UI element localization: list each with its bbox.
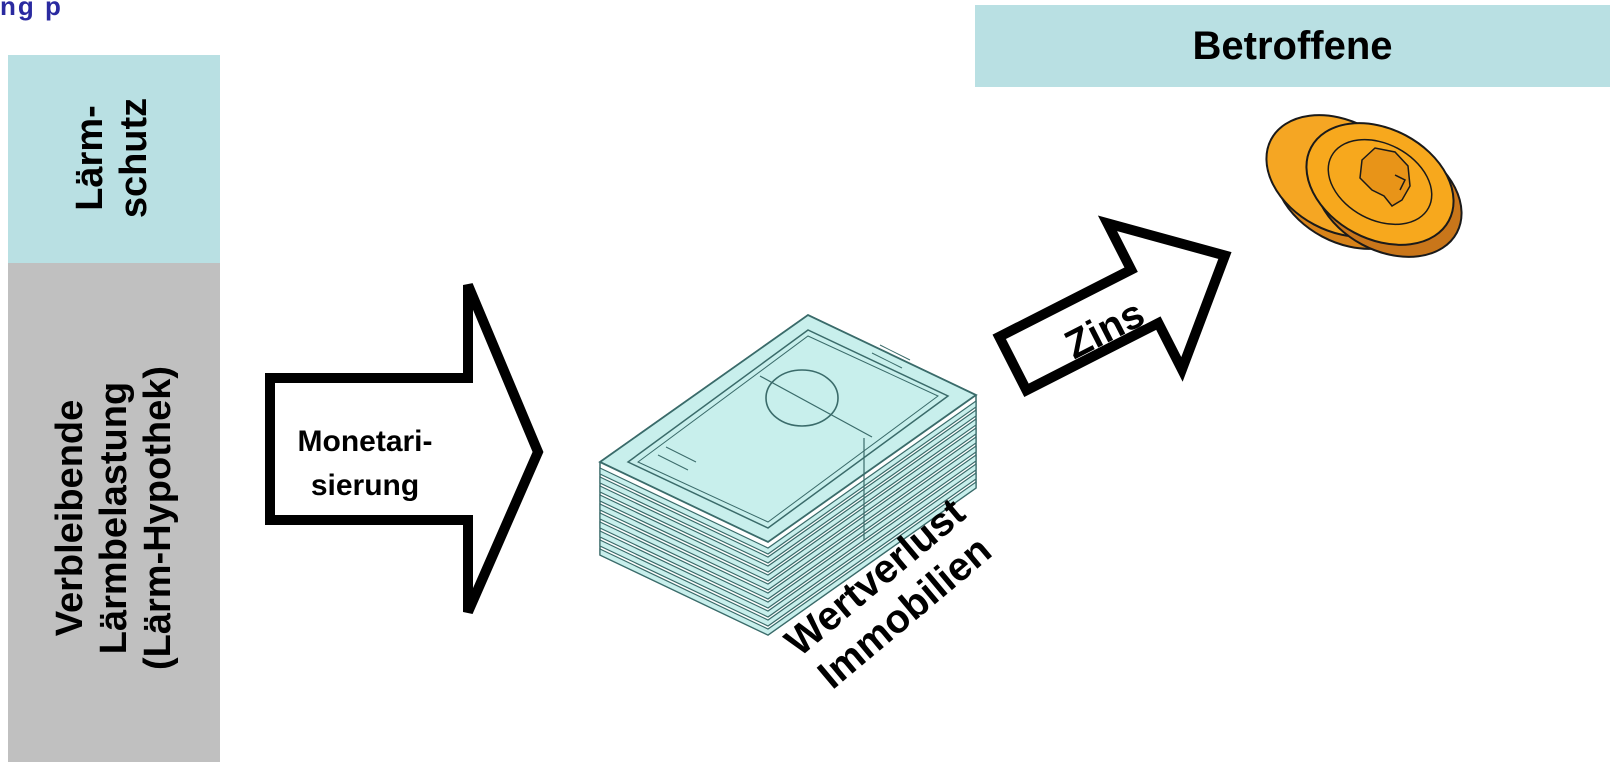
laermbelastung-box (8, 263, 220, 762)
monetarisierung-line-2: sierung (310, 469, 420, 502)
zins-arrow (992, 215, 1232, 398)
monetarisierung-label: Monetari- sierung (270, 420, 460, 508)
monetarisierung-arrow (265, 283, 544, 615)
page-title-fragment: ng p (0, 0, 63, 21)
coin-stack-icon (1265, 114, 1463, 258)
betroffene-box: Betroffene (975, 5, 1610, 87)
betroffene-label: Betroffene (1192, 23, 1393, 68)
laermschutz-box (8, 55, 220, 263)
monetarisierung-line-1: Monetari- (297, 425, 433, 458)
banknote-stack-icon (598, 313, 978, 636)
